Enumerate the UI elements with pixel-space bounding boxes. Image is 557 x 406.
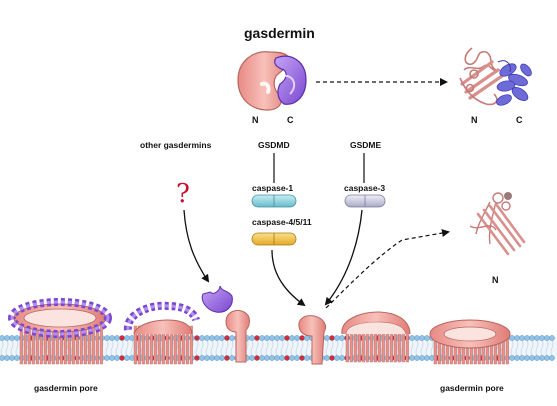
gasdermin-title: gasdermin	[244, 25, 315, 41]
released-c-domain-icon	[201, 285, 233, 313]
unknown-protease-mark: ?	[176, 179, 190, 209]
assembling-pore-salmon-icon	[341, 311, 411, 363]
n-terminal-structure-icon	[469, 192, 526, 256]
arrow-gsdmd	[271, 249, 306, 307]
structure-c-label: C	[516, 115, 523, 125]
arrow-gsdme	[324, 209, 363, 306]
full-length-crystal-structure-icon	[459, 47, 532, 106]
gasdermin-full-length-icon	[237, 51, 307, 111]
caspase-3-capsule-icon	[344, 194, 386, 208]
assembling-pore-purple-icon	[124, 301, 200, 365]
inserting-monomer-a-icon	[225, 309, 250, 363]
caspase-1-capsule-icon	[251, 194, 297, 208]
right-pore-label: gasdermin pore	[440, 383, 504, 393]
gsdmd-label: GSDMD	[258, 140, 290, 150]
c-domain-label: C	[287, 115, 294, 125]
left-gasdermin-pore-icon	[8, 298, 112, 365]
n-domain-label: N	[252, 115, 259, 125]
gsdme-label: GSDME	[350, 140, 382, 150]
central-n-terminal-monomer-icon	[298, 315, 327, 365]
left-pore-label: gasdermin pore	[34, 383, 98, 393]
arrow-to-structure-bottom	[325, 229, 450, 309]
n-terminal-structure-label: N	[492, 275, 499, 285]
structure-n-label: N	[471, 115, 478, 125]
caspase-3-label: caspase-3	[344, 183, 386, 193]
caspase-4-5-11-label: caspase-4/5/11	[252, 217, 312, 227]
right-gasdermin-pore-icon	[429, 319, 511, 365]
arrow-other-gasdermins	[183, 209, 210, 283]
caspase-1-label: caspase-1	[252, 183, 294, 193]
other-gasdermins-label: other gasdermins	[140, 140, 212, 150]
caspase-4-5-11-capsule-icon	[251, 232, 297, 246]
